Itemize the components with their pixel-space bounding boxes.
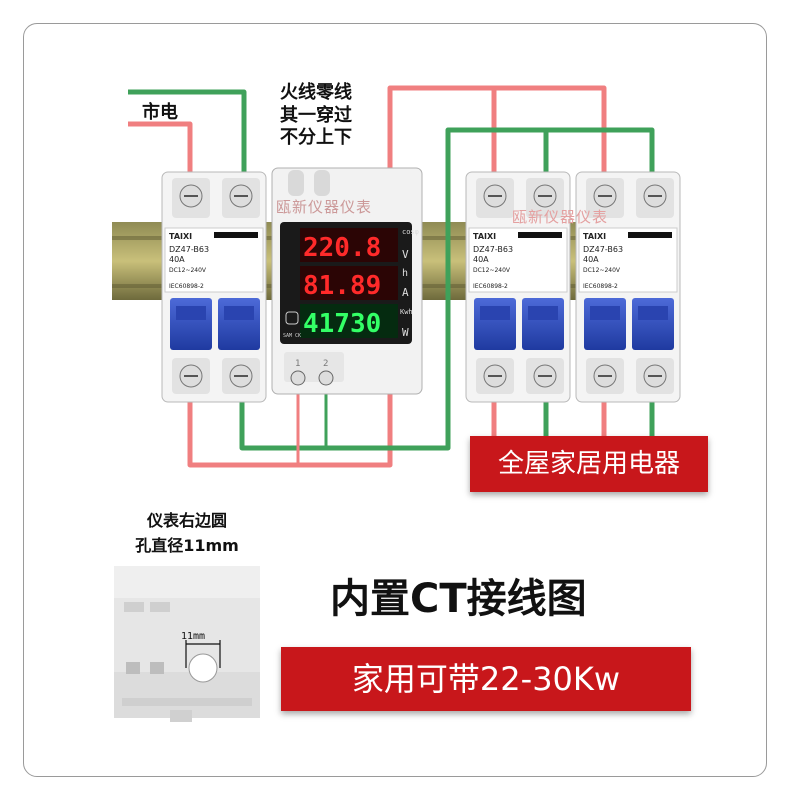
breaker-brand-1: TAIXI [473, 232, 496, 241]
wire-note-line-1: 火线零线 [280, 82, 352, 103]
breaker-spec-2: DC12~240V [583, 267, 621, 274]
cos-label: cosφ [402, 228, 419, 236]
meter-button-label: SAM CK [283, 333, 301, 339]
hole-note-line-1: 仪表右边圆 [146, 511, 227, 530]
wire-note-line-3: 不分上下 [280, 127, 352, 148]
outer-frame [23, 23, 767, 777]
voltage-display: 220.8 [303, 233, 381, 263]
hole-note: 仪表右边圆 孔直径11mm [112, 508, 262, 558]
unit-h-label: h [402, 268, 408, 279]
ct-hole [188, 653, 218, 683]
unit-kwh-label: Kwh [400, 308, 413, 316]
branch-breaker-1: TAIXI DZ47-B63 40A DC12~240V IEC60898-2 [465, 171, 571, 403]
unit-w-label: W [402, 326, 409, 339]
breaker-rating-2: 40A [583, 255, 599, 264]
watermark-2: 瓯新仪器仪表 [512, 208, 609, 226]
branch-breaker-2: TAIXI DZ47-B63 40A DC12~240V IEC60898-2 [575, 171, 681, 403]
breaker-rating-1: 40A [473, 255, 489, 264]
wire-note-line-2: 其一穿过 [280, 104, 352, 126]
diagram-title: 内置CT接线图 [330, 576, 587, 622]
branch-live-wire-1 [390, 85, 497, 175]
mains-label: 市电 [142, 102, 178, 123]
breaker-standard-2: IEC60898-2 [583, 283, 618, 290]
hole-dimension: 11mm [181, 631, 205, 642]
hole-note-line-2: 孔直径11mm [135, 536, 239, 555]
breaker-rating: 40A [169, 255, 185, 264]
terminal-2-label: 2 [323, 359, 328, 369]
meter-side-view: 11mm [114, 566, 260, 722]
breaker-standard-1: IEC60898-2 [473, 283, 508, 290]
main-breaker: TAIXI DZ47-B63 40A DC12~240V IEC60898-2 [161, 171, 267, 403]
breaker-brand-2: TAIXI [583, 232, 606, 241]
breaker-model-1: DZ47-B63 [473, 245, 513, 254]
branch-neutral-wire-1 [448, 127, 549, 175]
breaker-brand: TAIXI [169, 232, 192, 241]
energy-display: 41730 [303, 309, 381, 339]
neutral-bus-wire [239, 127, 655, 451]
unit-v-label: V [402, 248, 409, 261]
mains-neutral-wire [128, 89, 247, 180]
meter-button[interactable] [285, 311, 299, 325]
household-appliances-banner: 全屋家居用电器 [470, 436, 708, 492]
breaker-standard: IEC60898-2 [169, 283, 204, 290]
current-display: 81.89 [303, 271, 381, 301]
breaker-model-2: DZ47-B63 [583, 245, 623, 254]
wire-note: 火线零线 其一穿过 不分上下 [280, 82, 352, 150]
breaker-spec: DC12~240V [169, 267, 207, 274]
breaker-model: DZ47-B63 [169, 245, 209, 254]
energy-meter: 220.8 81.89 41730 cosφ V h A Kwh W SAM C… [271, 167, 423, 395]
watermark-1: 瓯新仪器仪表 [276, 198, 373, 216]
power-capacity-banner: 家用可带22-30Kw [281, 647, 691, 711]
breaker-spec-1: DC12~240V [473, 267, 511, 274]
unit-a-label: A [402, 286, 409, 299]
terminal-1-label: 1 [295, 359, 300, 369]
mains-live-wire [128, 121, 193, 180]
